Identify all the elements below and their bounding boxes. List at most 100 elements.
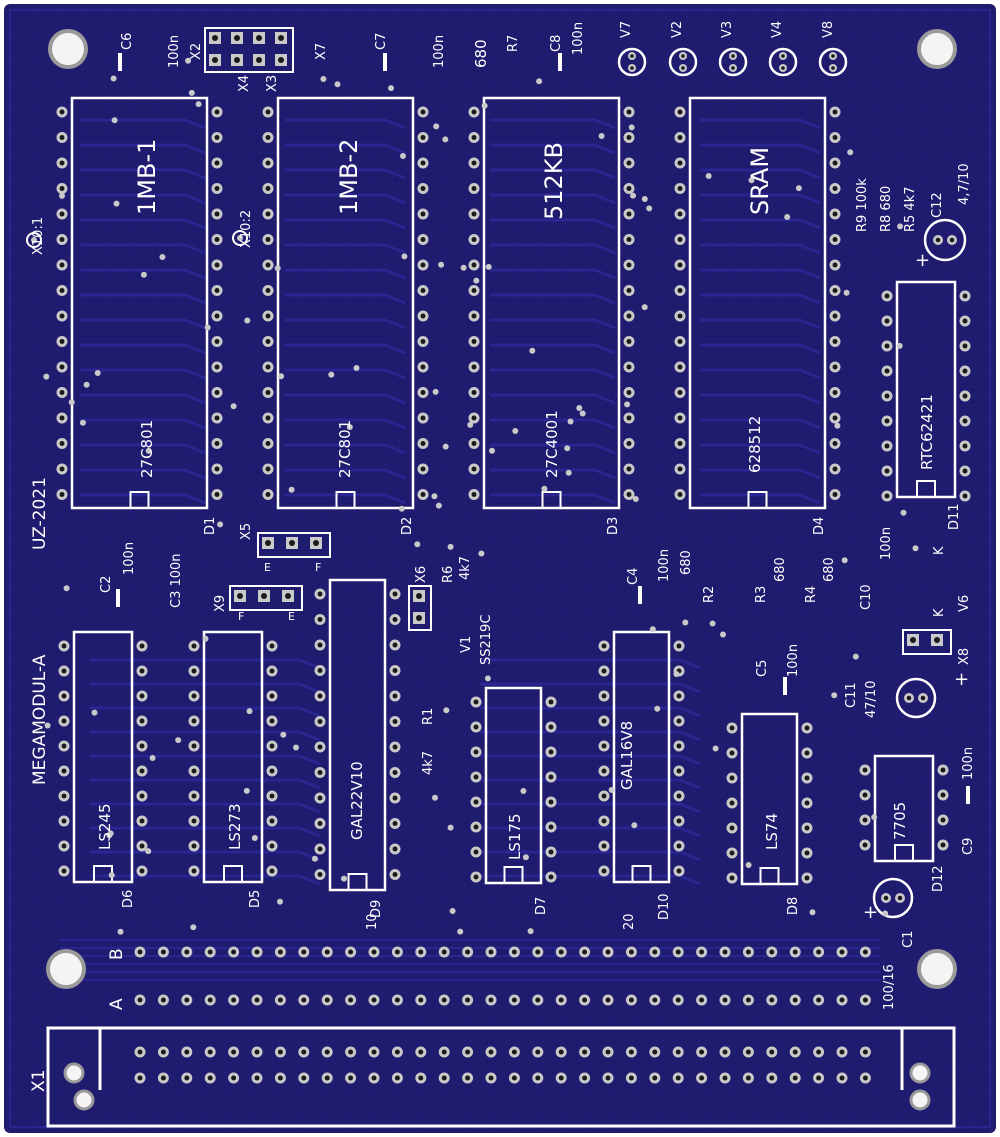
via <box>745 862 752 868</box>
pad-hole <box>420 313 426 319</box>
via <box>512 428 519 434</box>
via <box>748 177 755 184</box>
via <box>484 675 491 682</box>
trace <box>90 754 321 766</box>
ic-footprints <box>56 96 971 892</box>
pad-hole <box>630 66 634 70</box>
pad-hole <box>582 949 588 955</box>
pad-hole <box>731 54 735 58</box>
via <box>520 788 527 794</box>
pad-hole <box>420 135 426 140</box>
pin1-notch <box>747 491 768 509</box>
trace <box>285 243 406 255</box>
pad-hole <box>677 466 683 472</box>
label-c10: C10 <box>859 584 874 610</box>
pad-hole <box>473 699 479 705</box>
pad-hole <box>420 211 426 217</box>
label-c6: C6 <box>120 33 135 50</box>
pad-hole <box>269 718 275 724</box>
pad-hole <box>511 949 517 955</box>
trace <box>285 343 406 355</box>
trace <box>80 193 206 205</box>
pad-hole <box>214 211 220 217</box>
pad-hole <box>630 54 634 58</box>
pad-hole <box>862 842 868 848</box>
via <box>149 755 156 761</box>
pad-hole <box>628 1049 634 1055</box>
via <box>795 185 802 192</box>
pad-hole <box>418 949 424 955</box>
passive-mark <box>116 589 120 607</box>
pad-hole <box>832 135 838 140</box>
dip-footprint <box>726 712 813 886</box>
led-outline <box>617 47 647 77</box>
trace <box>90 658 321 670</box>
label-c11: C11 <box>844 682 859 708</box>
pad-hole <box>418 1049 424 1055</box>
via <box>414 541 421 548</box>
led-outline <box>718 47 748 77</box>
via <box>630 192 636 199</box>
header-hole <box>212 57 218 63</box>
pad-hole <box>317 617 323 622</box>
pad-hole <box>392 846 398 852</box>
pad-hole <box>254 997 260 1003</box>
trace <box>80 418 206 430</box>
pad-hole <box>626 313 632 319</box>
pad-hole <box>601 718 607 724</box>
pad-hole <box>265 211 271 217</box>
passive-mark <box>966 786 970 804</box>
passive-mark <box>783 677 787 695</box>
pad-hole <box>441 1075 447 1081</box>
pad-hole <box>59 339 65 344</box>
pad-hole <box>324 1075 330 1081</box>
label-e-x9: E <box>288 610 295 623</box>
trace <box>90 682 321 694</box>
pad-hole <box>420 288 426 293</box>
pad-hole <box>729 825 735 831</box>
pad-hole <box>139 768 145 774</box>
pad-hole <box>769 997 775 1003</box>
trace <box>80 493 206 505</box>
pad-hole <box>394 997 400 1003</box>
pad-hole <box>61 693 67 699</box>
pad-hole <box>652 997 658 1003</box>
trace <box>285 443 406 455</box>
label-plus-c11: + <box>954 669 969 690</box>
pad-hole <box>471 441 477 446</box>
pad-hole <box>265 339 271 344</box>
label-c8-value: 100n <box>571 22 586 55</box>
pad-hole <box>601 668 607 674</box>
pad-hole <box>676 693 682 699</box>
label-r6-value: 4k7 <box>458 556 473 580</box>
pad-hole <box>191 743 197 749</box>
pad-hole <box>676 843 682 849</box>
via <box>809 909 816 916</box>
trace <box>285 493 406 505</box>
via <box>649 626 656 633</box>
pad-hole <box>191 768 197 774</box>
pad-hole <box>392 642 398 648</box>
trace <box>700 168 821 180</box>
via <box>63 585 70 592</box>
pad-hole <box>677 288 683 293</box>
pad-hole <box>804 875 810 881</box>
via <box>565 469 572 476</box>
chip-d1-labels: 1MB-1 27C801 D1 <box>133 139 218 535</box>
via <box>709 620 716 627</box>
pad-hole <box>626 288 632 293</box>
pad-hole <box>884 393 890 399</box>
pad-hole <box>832 160 838 166</box>
dip-footprint <box>468 96 635 510</box>
chip-d3-ref: D3 <box>606 517 621 535</box>
pad-hole <box>626 186 632 191</box>
chip-d4-labels: SRAM 628512 D4 <box>746 147 827 535</box>
chip-d3-name: 512KB <box>540 142 568 220</box>
pad-hole <box>548 724 554 730</box>
pad-hole <box>839 1075 845 1081</box>
via <box>346 424 353 431</box>
pad-hole <box>626 466 632 472</box>
dip-footprint <box>262 96 429 510</box>
via <box>705 173 712 179</box>
chip-d6-part: LS245 <box>96 803 114 850</box>
